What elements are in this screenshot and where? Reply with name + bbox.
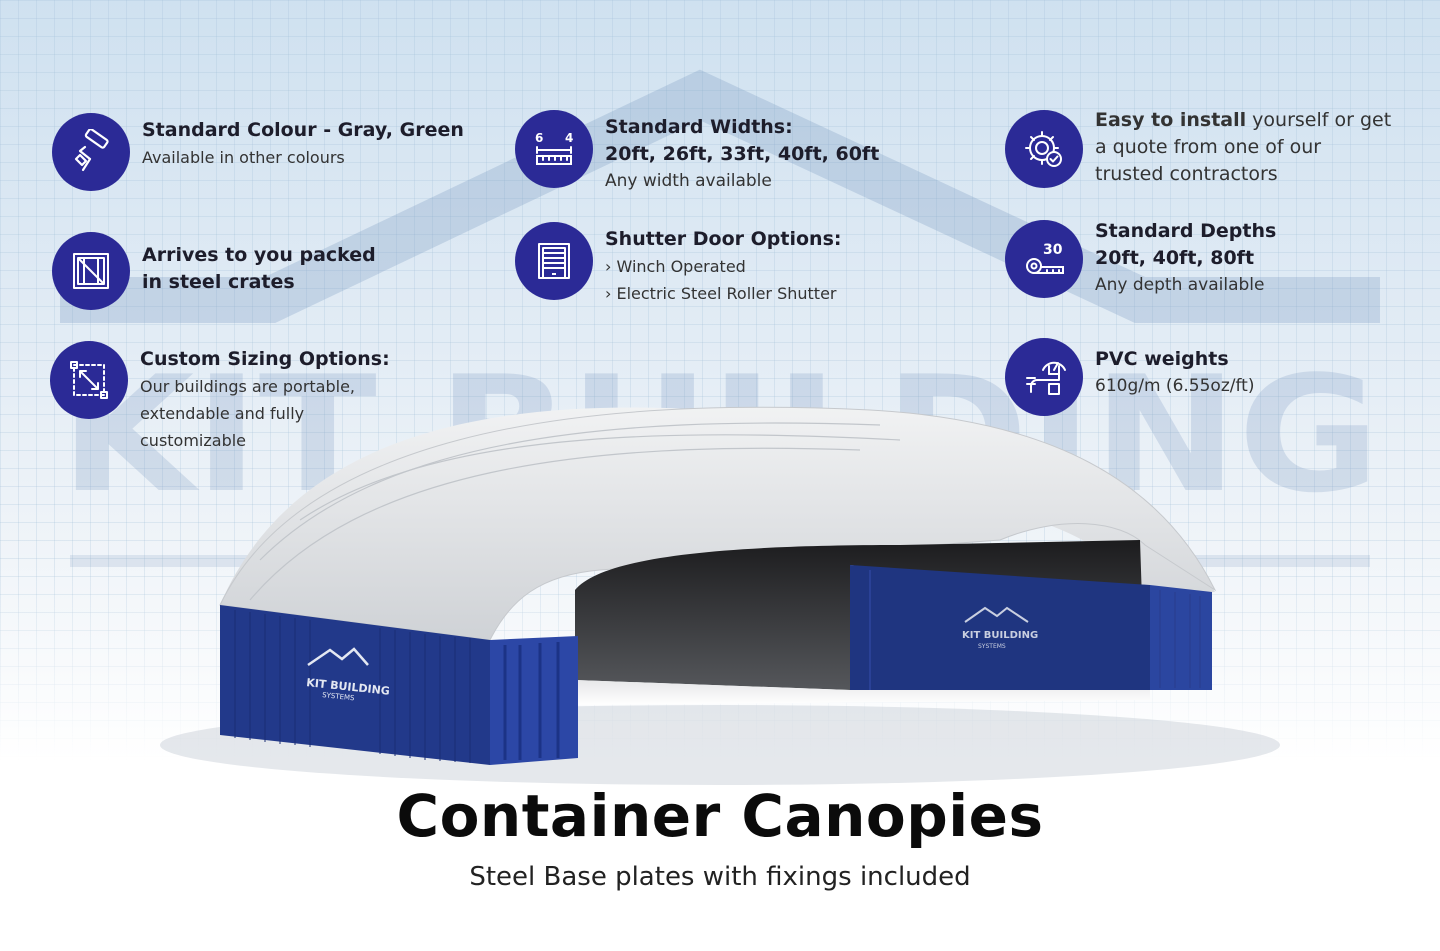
gauge-pipe-icon: [1005, 338, 1083, 416]
page-title: Container Canopies: [396, 782, 1044, 850]
feature-text: a quote from one of our: [1095, 136, 1322, 158]
crate-icon: [52, 232, 130, 310]
svg-text:SYSTEMS: SYSTEMS: [322, 691, 356, 702]
feature-depths: 30 Standard Depths 20ft, 40ft, 80ft Any …: [1005, 214, 1276, 299]
feature-title-values: 20ft, 26ft, 33ft, 40ft, 60ft: [605, 143, 880, 165]
feature-text: Our buildings are portable,: [140, 377, 355, 396]
feature-text: Any width available: [605, 171, 772, 191]
gear-check-icon: [1005, 110, 1083, 188]
feature-title: Shutter Door Options:: [605, 228, 842, 250]
paint-roller-icon: [52, 113, 130, 191]
feature-text: Available in other colours: [142, 148, 345, 167]
feature-title: Custom Sizing Options:: [140, 348, 390, 370]
page-subtitle: Steel Base plates with fixings included: [469, 862, 971, 892]
feature-packed: Arrives to you packed in steel crates: [52, 232, 376, 310]
feature-text: Easy to install yourself or get: [1095, 109, 1392, 131]
feature-title: Standard Depths: [1095, 220, 1277, 242]
feature-title: Standard Widths:: [605, 116, 793, 138]
feature-title: PVC weights: [1095, 348, 1229, 370]
heading-block: Container Canopies Steel Base plates wit…: [0, 782, 1440, 892]
feature-option: › Winch Operated: [605, 257, 746, 276]
feature-title: Easy to install: [1095, 109, 1247, 131]
svg-text:KIT BUILDING: KIT BUILDING: [962, 630, 1038, 641]
feature-text: customizable: [140, 431, 247, 450]
resize-icon: [50, 341, 128, 419]
feature-option: › Electric Steel Roller Shutter: [605, 284, 837, 303]
svg-text:SYSTEMS: SYSTEMS: [978, 643, 1006, 650]
feature-sizing: Custom Sizing Options: Our buildings are…: [50, 341, 390, 454]
feature-colour: Standard Colour - Gray, Green Available …: [52, 113, 464, 191]
container-logo-right: KIT BUILDING SYSTEMS: [962, 606, 1038, 650]
feature-title: in steel crates: [142, 271, 295, 293]
feature-text: extendable and fully: [140, 404, 305, 423]
ruler-width-icon: 6 4: [515, 110, 593, 188]
tape-measure-icon: 30: [1005, 220, 1083, 298]
svg-text:6: 6: [535, 131, 543, 145]
feature-title: Standard Colour - Gray, Green: [142, 119, 464, 141]
feature-shutter: Shutter Door Options: › Winch Operated ›…: [515, 222, 841, 307]
svg-text:30: 30: [1043, 242, 1063, 258]
feature-title-values: 20ft, 40ft, 80ft: [1095, 247, 1255, 269]
feature-text: Any depth available: [1095, 275, 1265, 295]
svg-text:4: 4: [565, 131, 573, 145]
feature-widths: 6 4 Standard Widths: 20ft, 26ft, 33ft, 4…: [515, 110, 879, 195]
feature-install: Easy to install yourself or get a quote …: [1005, 107, 1391, 188]
feature-text: trusted contractors: [1095, 163, 1278, 185]
feature-pvc: PVC weights 610g/m (6.55oz/ft): [1005, 338, 1254, 416]
shutter-door-icon: [515, 222, 593, 300]
feature-text: 610g/m (6.55oz/ft): [1095, 376, 1255, 396]
feature-title: Arrives to you packed: [142, 244, 376, 266]
